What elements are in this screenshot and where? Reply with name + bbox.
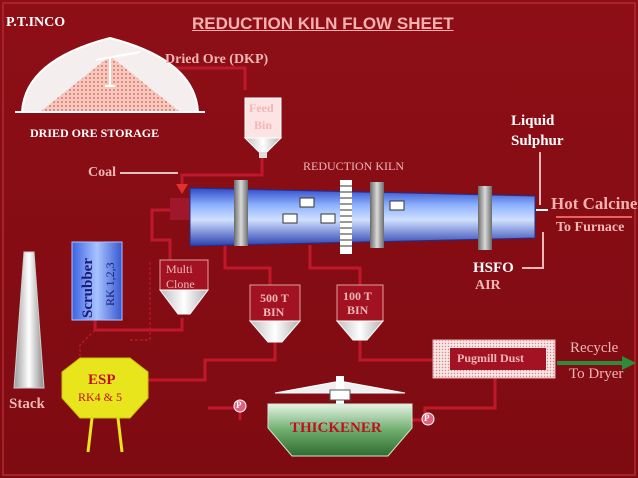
thickener	[267, 376, 413, 457]
thickener-label: THICKENER	[290, 420, 382, 436]
scrubber	[71, 241, 123, 321]
pugmill-dust-label: Pugmill Dust	[457, 351, 525, 365]
coal-label: Coal	[88, 165, 116, 180]
multi-clone-label-1: Multi	[166, 262, 193, 276]
bin-100t	[335, 284, 385, 341]
reduction-kiln	[170, 180, 536, 254]
feed-bin	[243, 97, 283, 158]
dried-ore-storage-label: DRIED ORE STORAGE	[30, 126, 160, 140]
company-label: P.T.INCO	[6, 15, 66, 30]
scrubber-units-label: RK 1,2,3	[103, 262, 117, 306]
esp-label: ESP	[88, 372, 116, 388]
coal-arrow	[120, 172, 188, 194]
hsfo-label: HSFO	[473, 260, 514, 276]
bin-100t-label-2: BIN	[347, 303, 369, 317]
to-dryer-label: To Dryer	[569, 366, 624, 382]
page-title: REDUCTION KILN FLOW SHEET	[192, 14, 454, 33]
dried-ore-storage	[15, 36, 205, 113]
reduction-kiln-label: REDUCTION KILN	[303, 159, 404, 173]
kiln-discharge	[522, 152, 632, 269]
pugmill	[432, 339, 556, 379]
stack	[13, 251, 45, 389]
bin-500t	[248, 284, 302, 343]
bin-500t-label-1: 500 T	[260, 291, 289, 305]
esp-units-label: RK4 & 5	[78, 390, 123, 404]
air-label: AIR	[475, 278, 501, 293]
pumps	[233, 399, 435, 426]
liquid-sulphur-label-2: Sulphur	[511, 133, 564, 149]
recycle-arrow	[557, 356, 636, 370]
dried-ore-label: Dried Ore (DKP)	[165, 52, 269, 67]
multiclone	[159, 259, 209, 315]
pump-right-label: P	[424, 413, 430, 423]
feed-bin-label-2: Bin	[254, 118, 273, 132]
pump-left-label: P	[236, 400, 242, 410]
recycle-label: Recycle	[570, 340, 619, 356]
feed-bin-label-1: Feed	[249, 101, 274, 115]
bin-100t-label-1: 100 T	[343, 289, 372, 303]
stack-label: Stack	[9, 396, 45, 412]
liquid-sulphur-label-1: Liquid	[511, 113, 555, 129]
bin-500t-label-2: BIN	[263, 305, 285, 319]
multi-clone-label-2: Clone	[166, 277, 195, 291]
scrubber-label: Scrubber	[80, 258, 96, 318]
to-furnace-label: To Furnace	[556, 221, 625, 235]
esp	[61, 357, 149, 453]
hot-calcine-label: Hot Calcine	[551, 195, 637, 212]
